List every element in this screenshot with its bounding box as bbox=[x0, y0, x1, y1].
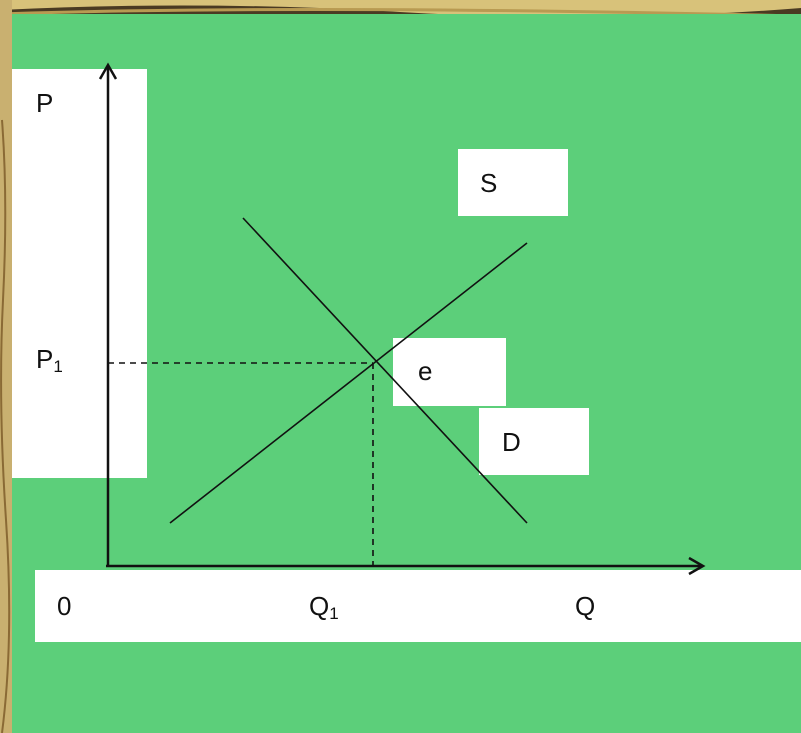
demand-label: D bbox=[502, 427, 521, 457]
quantity-q1-label: Q1 bbox=[309, 593, 339, 622]
price-p1-base: P bbox=[36, 344, 54, 374]
price-p1-label: P1 bbox=[36, 346, 63, 375]
demand-curve bbox=[242, 217, 528, 524]
price-p1-subscript: 1 bbox=[53, 357, 63, 376]
y-axis-arrowhead bbox=[98, 62, 118, 80]
supply-curve bbox=[169, 242, 528, 524]
supply-label: S bbox=[480, 168, 498, 198]
origin-label: 0 bbox=[57, 591, 72, 621]
quantity-q1-subscript: 1 bbox=[329, 604, 339, 623]
x-axis-label: Q bbox=[575, 591, 596, 621]
supply-label-box bbox=[458, 149, 568, 216]
demand-label-box bbox=[479, 408, 589, 475]
equilibrium-label: e bbox=[418, 356, 433, 386]
quantity-q1-base: Q bbox=[309, 591, 330, 621]
x-axis-arrowhead bbox=[688, 556, 706, 576]
price-axis-label-panel bbox=[12, 69, 147, 478]
equilibrium-label-box bbox=[393, 338, 506, 406]
y-axis-label: P bbox=[36, 88, 54, 118]
quantity-axis-label-panel bbox=[35, 570, 801, 642]
